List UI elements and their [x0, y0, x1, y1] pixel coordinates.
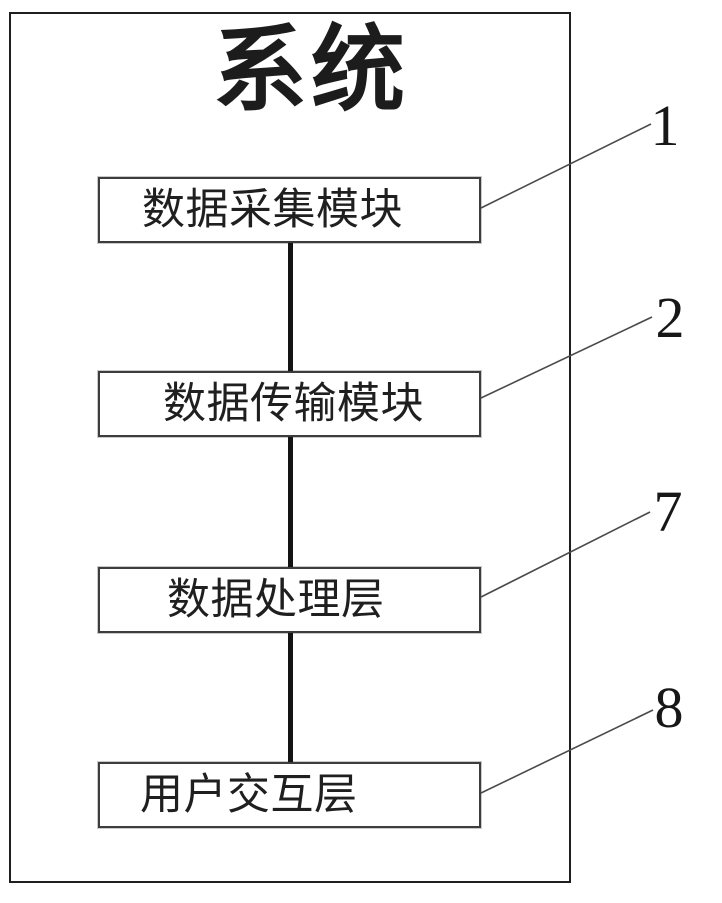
- ref-number-user-interaction: 8: [654, 675, 684, 740]
- connector-line-3-4: [288, 633, 293, 762]
- ref-number-data-collection: 1: [650, 93, 680, 158]
- ref-number-data-transmission: 2: [655, 285, 685, 350]
- module-label-data-transmission: 数据传输模块: [163, 380, 424, 428]
- module-label-data-processing: 数据处理层: [167, 576, 385, 624]
- ref-number-data-processing: 7: [653, 479, 683, 544]
- module-label-data-collection: 数据采集模块: [142, 186, 403, 234]
- module-box-user-interaction: 用户交互层: [98, 762, 481, 828]
- system-boundary-box: [9, 12, 571, 883]
- module-label-user-interaction: 用户交互层: [140, 771, 358, 819]
- module-box-data-processing: 数据处理层: [98, 567, 481, 633]
- connector-line-2-3: [288, 437, 293, 567]
- figure-title: 系统: [212, 19, 409, 123]
- connector-line-1-2: [288, 243, 293, 371]
- module-box-data-collection: 数据采集模块: [98, 177, 481, 243]
- module-box-data-transmission: 数据传输模块: [98, 371, 481, 437]
